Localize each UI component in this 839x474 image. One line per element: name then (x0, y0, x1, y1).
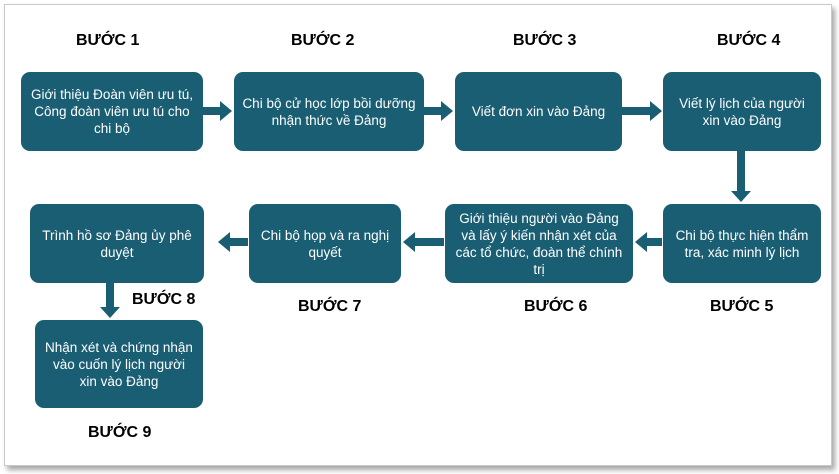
step-5-box: Chi bộ thực hiện thẩm tra, xác minh lý l… (663, 204, 821, 283)
step-7-label: BƯỚC 7 (298, 298, 362, 315)
step-9-box: Nhận xét và chứng nhận vào cuốn lý lịch … (35, 320, 203, 408)
step-8-label: BƯỚC 8 (132, 291, 196, 308)
step-3-box: Viết đơn xin vào Đảng (455, 72, 622, 151)
step-5-label: BƯỚC 5 (710, 298, 774, 315)
step-4-label: BƯỚC 4 (717, 32, 781, 49)
arrow-8-to-9 (100, 281, 120, 318)
arrow-6-to-7 (403, 232, 444, 252)
arrow-7-to-8 (218, 232, 248, 252)
step-2-label: BƯỚC 2 (291, 32, 355, 49)
step-1-label: BƯỚC 1 (76, 32, 140, 49)
step-2-box: Chi bộ cử học lớp bồi dưỡng nhận thức về… (234, 72, 424, 151)
arrow-3-to-4 (621, 101, 662, 121)
arrow-1-to-2 (202, 101, 232, 121)
step-7-box: Chi bộ họp và ra nghị quyết (249, 204, 401, 283)
step-6-box: Giới thiệu người vào Đảng và lấy ý kiến … (445, 204, 633, 283)
step-8-box: Trình hồ sơ Đảng ủy phê duyệt (30, 204, 204, 283)
step-9-label: BƯỚC 9 (88, 424, 152, 441)
arrow-4-to-5 (731, 150, 751, 202)
step-3-label: BƯỚC 3 (513, 32, 577, 49)
arrow-5-to-6 (635, 232, 662, 252)
step-4-box: Viết lý lịch của người xin vào Đảng (663, 72, 821, 151)
arrow-2-to-3 (423, 101, 453, 121)
step-1-box: Giới thiệu Đoàn viên ưu tú, Công đoàn vi… (21, 72, 203, 151)
step-6-label: BƯỚC 6 (524, 298, 588, 315)
